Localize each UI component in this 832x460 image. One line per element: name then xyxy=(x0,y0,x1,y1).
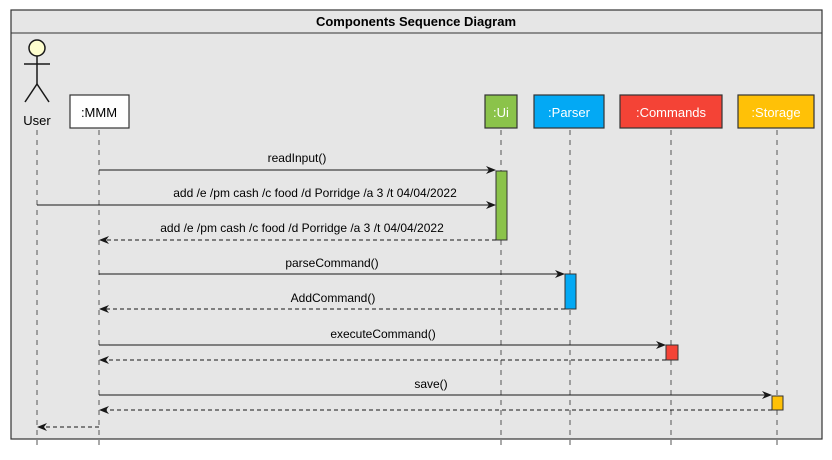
participant-storage-box xyxy=(737,94,815,129)
message-label-user-input: add /e /pm cash /c food /d Porridge /a 3… xyxy=(173,186,457,200)
actor-user-label: User xyxy=(23,113,51,128)
participant-mmm-label: :MMM xyxy=(81,105,117,120)
message-label-addcommand: AddCommand() xyxy=(291,291,376,305)
participant-mmm-box xyxy=(69,94,130,129)
message-label-executecommand: executeCommand() xyxy=(330,327,435,341)
diagram-title: Components Sequence Diagram xyxy=(316,14,516,29)
diagram-frame xyxy=(10,9,823,440)
message-label-save: save() xyxy=(414,377,447,391)
participant-parser-box xyxy=(533,94,605,129)
participant-parser-label: :Parser xyxy=(548,105,591,120)
activation-storage xyxy=(771,395,784,411)
participant-ui-label: :Ui xyxy=(493,105,509,120)
activation-ui xyxy=(495,170,508,241)
actor-user-icon xyxy=(24,39,50,103)
participant-commands-label: :Commands xyxy=(636,105,707,120)
activation-commands xyxy=(665,344,679,361)
participant-storage-label: :Storage xyxy=(751,105,800,120)
message-label-parsecommand: parseCommand() xyxy=(285,256,378,270)
activation-parser xyxy=(564,273,577,310)
participant-commands-box xyxy=(619,94,723,129)
message-label-readinput: readInput() xyxy=(268,151,327,165)
message-label-return-input: add /e /pm cash /c food /d Porridge /a 3… xyxy=(160,221,444,235)
participant-ui-box xyxy=(484,94,518,129)
